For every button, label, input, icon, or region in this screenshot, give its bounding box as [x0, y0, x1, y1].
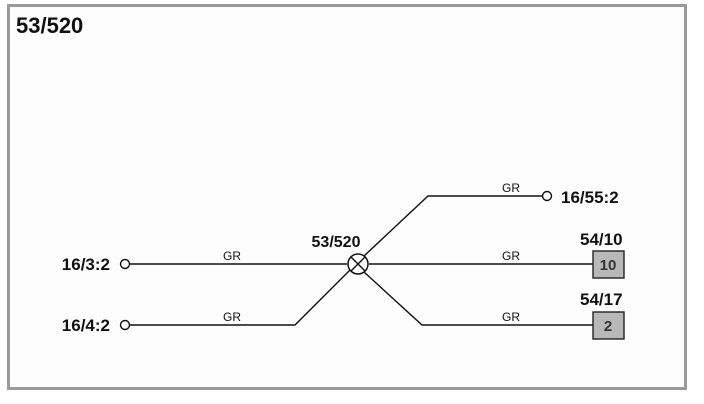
connector-left-top: 16/3:2 — [62, 255, 110, 274]
hub-label: 53/520 — [312, 234, 361, 251]
splice-hub-icon — [347, 253, 369, 275]
pin-right-bottom: 2 — [604, 318, 612, 335]
connector-left-bottom: 16/4:2 — [62, 316, 110, 335]
connector-box-right-bottom — [592, 311, 625, 340]
connector-right-mid: 54/10 — [580, 230, 623, 249]
terminal-right-top-icon — [541, 190, 553, 202]
wire-right-top — [363, 195, 542, 257]
wire-label-right-mid: GR — [502, 249, 520, 263]
terminal-left-top-icon — [119, 258, 131, 270]
wire-right-bottom — [363, 271, 593, 326]
wire-label-left-top: GR — [223, 249, 241, 263]
wire-label-left-bottom: GR — [223, 310, 241, 324]
wire-label-right-bottom: GR — [502, 310, 520, 324]
diagram-title: 53/520 — [16, 13, 83, 38]
wire-label-right-top: GR — [502, 181, 520, 195]
connector-box-right-mid — [592, 250, 625, 279]
connector-right-bottom: 54/17 — [580, 290, 623, 309]
connector-right-top: 16/55:2 — [561, 188, 619, 207]
wire-left-bottom — [130, 269, 351, 326]
terminal-left-bottom-icon — [119, 319, 131, 331]
pin-right-mid: 10 — [600, 257, 617, 274]
